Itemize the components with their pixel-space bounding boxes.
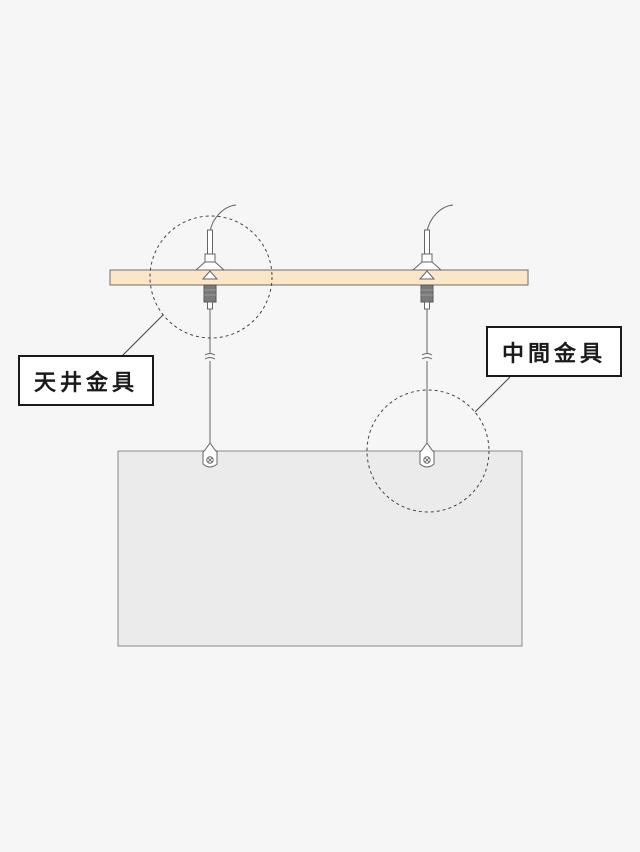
right-wire-break [421, 353, 433, 360]
right-cable-tail [426, 204, 454, 233]
mid-fitting-highlight-circle [366, 389, 490, 513]
right-fitting-tip [424, 301, 430, 310]
ceiling-fitting-leader-line [121, 314, 164, 357]
right-fitting-collar [421, 253, 433, 263]
left-fitting-cone [201, 270, 219, 280]
left-fitting-collar [204, 253, 216, 263]
ceiling-board [109, 269, 529, 286]
right-fitting-cone [418, 270, 436, 280]
ceiling-fitting-label: 天井金具 [18, 355, 154, 406]
mid-fitting-label: 中間金具 [486, 326, 622, 377]
left-cable-tail [209, 204, 237, 233]
right-fitting-wing [411, 261, 443, 271]
left-wire-break [204, 353, 216, 360]
mid-fitting-leader-line [474, 376, 511, 413]
left-wire-assembly [194, 204, 237, 468]
ceiling-fitting-highlight-circle [149, 215, 273, 339]
right-wire-assembly [411, 204, 454, 468]
left-fitting-stem [207, 229, 213, 257]
right-fitting-stem [424, 229, 430, 257]
left-fitting-wing [194, 261, 226, 271]
hanging-panel [117, 450, 523, 647]
left-fitting-tip [207, 301, 213, 310]
right-fitting-nut [420, 284, 434, 303]
left-fitting-nut [203, 284, 217, 303]
